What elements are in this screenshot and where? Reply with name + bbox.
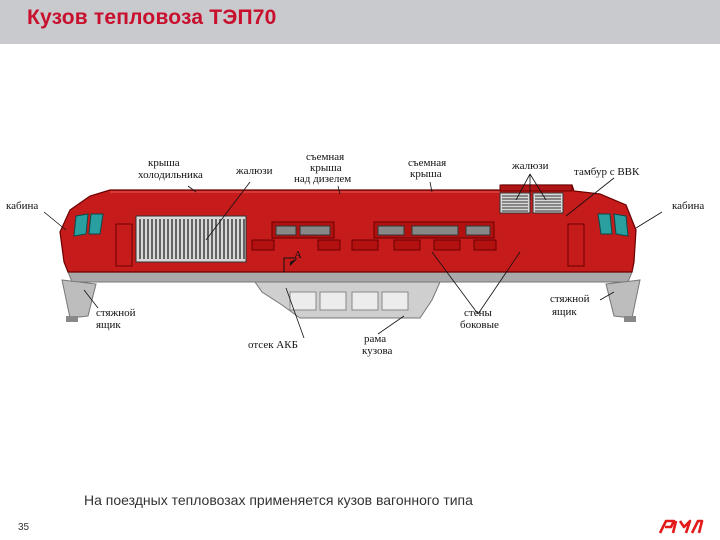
label-diesel-roof-3: над дизелем <box>294 173 351 185</box>
label-battery-compartment: отсек АКБ <box>248 339 298 351</box>
label-diesel-roof-1: съемная <box>306 151 344 163</box>
section-mark: А <box>294 249 302 261</box>
body-skirt <box>67 271 633 283</box>
left-cab-window <box>73 213 89 237</box>
cooler-louvres <box>135 215 247 263</box>
label-removable-roof-1: съемная <box>408 157 446 169</box>
underframe <box>254 281 441 319</box>
left-coupler-box <box>61 279 97 319</box>
right-cab-door <box>567 223 585 267</box>
label-removable-roof-2: крыша <box>410 168 442 180</box>
slide-caption: На поездных тепловозах применяется кузов… <box>84 492 473 508</box>
page-number: 35 <box>18 522 30 533</box>
rzd-logo <box>658 519 704 534</box>
roof-louvres <box>499 192 564 214</box>
label-cooler-roof-1: крыша <box>148 157 180 169</box>
label-vestibule: тамбур с ВВК <box>574 166 640 178</box>
slide-header <box>0 0 720 44</box>
label-coupler-right-1: стяжной <box>550 293 590 305</box>
label-coupler-left-2: ящик <box>96 319 121 331</box>
label-frame-1: рама <box>364 333 386 345</box>
label-coupler-right-2: ящик <box>552 306 577 318</box>
label-cab-right: кабина <box>672 200 704 212</box>
battery-compartment-cells <box>289 291 409 311</box>
label-side-walls-2: боковые <box>460 319 499 331</box>
label-louvres-2: жалюзи <box>511 160 549 172</box>
leader-lines <box>43 173 663 339</box>
label-diesel-roof-2: крыша <box>310 162 342 174</box>
label-louvres-1: жалюзи <box>235 165 273 177</box>
left-cab-door <box>115 223 133 267</box>
label-frame-2: кузова <box>362 345 393 357</box>
label-coupler-left-1: стяжной <box>96 307 136 319</box>
label-side-walls-1: стены <box>464 307 492 319</box>
label-cooler-roof-2: холодильника <box>138 169 203 181</box>
label-cab-left: кабина <box>6 200 38 212</box>
right-cab-window <box>597 213 613 235</box>
slide-title: Кузов тепловоза ТЭП70 <box>27 6 277 29</box>
side-panels <box>251 221 497 251</box>
right-coupler-box <box>605 279 641 319</box>
